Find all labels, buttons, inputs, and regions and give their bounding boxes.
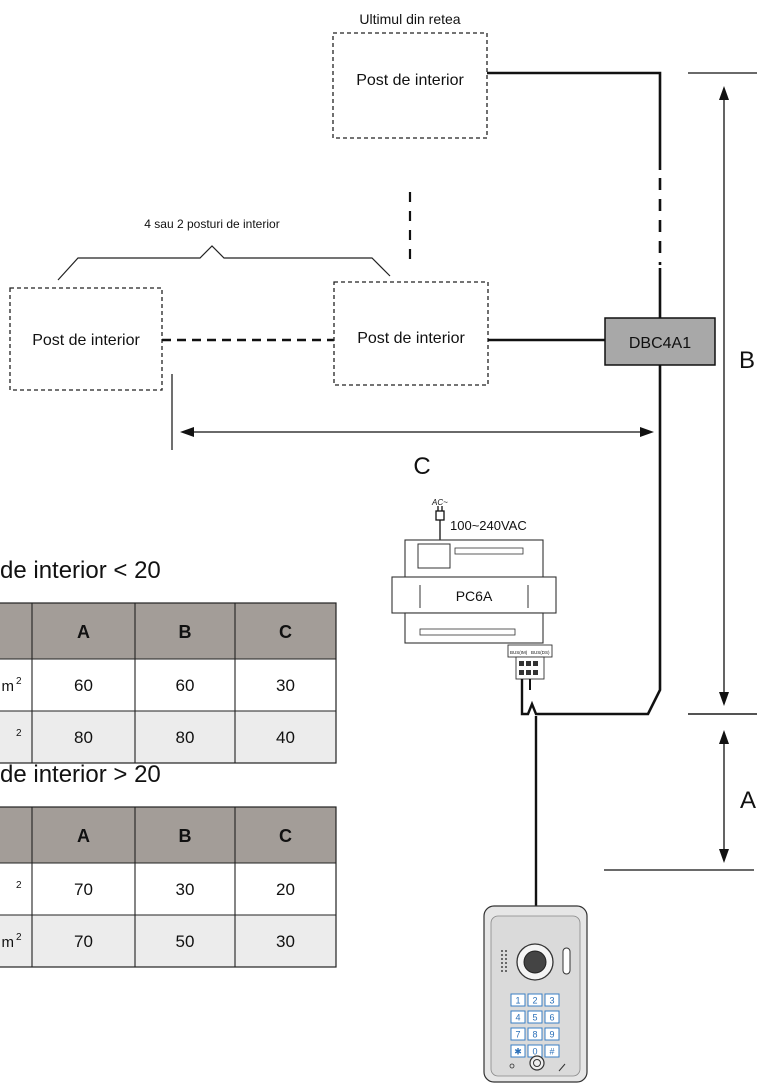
dim-a-arrow-head-top xyxy=(719,730,729,744)
dim-b-label: B xyxy=(739,347,755,374)
table-cell-value: 20 xyxy=(276,880,295,899)
power-supply-label: PC6A xyxy=(456,588,493,604)
table-row xyxy=(0,863,336,915)
keypad-key-label: 4 xyxy=(515,1013,520,1023)
last-in-network-label: Ultimul din retea xyxy=(359,11,460,27)
bus-terminal-im-label: BUS(IM) xyxy=(510,650,528,655)
cable-type-label: m xyxy=(2,678,15,695)
keypad-key-label: 2 xyxy=(532,996,537,1006)
status-led xyxy=(509,1063,515,1069)
keypad-key xyxy=(544,1027,560,1041)
dim-c-label: C xyxy=(413,453,430,480)
bus-terminal-ds-label: BUS(DS) xyxy=(531,650,550,655)
keypad-key xyxy=(544,1010,560,1024)
keypad-key xyxy=(510,1027,526,1041)
dim-c-arrow-head-left xyxy=(180,427,194,437)
table-row xyxy=(0,915,336,967)
table-column-header: A xyxy=(77,826,90,846)
dim-b-arrow-head-bottom xyxy=(719,692,729,706)
voltage-label: 100~240VAC xyxy=(450,518,527,533)
keypad-key-label: 9 xyxy=(549,1030,554,1040)
group-note-label: 4 sau 2 posturi de interior xyxy=(144,217,279,231)
cable-type-superscript: 2 xyxy=(16,728,22,739)
cable-type-label: m xyxy=(2,934,15,951)
keypad-key-label: 6 xyxy=(549,1013,554,1023)
keypad: 1 2 3 4 5 6 7 8 9 ✱ 0 # xyxy=(510,993,560,1058)
bus-line-main xyxy=(548,268,662,716)
keypad-key-label: 0 xyxy=(532,1047,537,1057)
distributor-label: DBC4A1 xyxy=(629,335,691,352)
dim-b-arrow-head-top xyxy=(719,86,729,100)
keypad-key xyxy=(527,1027,543,1041)
keypad-key-label: 1 xyxy=(515,996,520,1006)
keypad-key-label: # xyxy=(549,1047,554,1057)
keypad-key-label: 8 xyxy=(532,1030,537,1040)
group-bracket xyxy=(57,245,391,281)
table-cell-value: 60 xyxy=(176,676,195,695)
table-border xyxy=(0,806,337,968)
ac-symbol-label: AC~ xyxy=(431,498,448,507)
keypad-key xyxy=(544,1044,560,1058)
indoor-post-last-label: Post de interior xyxy=(356,72,464,89)
table-cell-value: 50 xyxy=(176,932,195,951)
keypad-key-label: 7 xyxy=(515,1030,520,1040)
keypad-key xyxy=(527,1010,543,1024)
table-column-header: C xyxy=(279,826,292,846)
table-heading: de interior > 20 xyxy=(0,761,161,788)
dim-a-label: A xyxy=(740,787,756,814)
table-row xyxy=(0,711,336,763)
call-button-icon xyxy=(529,1055,545,1071)
table-cell-value: 70 xyxy=(74,880,93,899)
distributor-box xyxy=(604,317,716,366)
cable-type-superscript: 2 xyxy=(16,932,22,943)
table-cell-value: 70 xyxy=(74,932,93,951)
table-cell-value: 80 xyxy=(74,728,93,747)
screw-icon xyxy=(558,1063,566,1072)
camera-icon xyxy=(516,943,554,981)
table-cell-value: 30 xyxy=(276,676,295,695)
keypad-key xyxy=(527,993,543,1007)
table-cell-value: 80 xyxy=(176,728,195,747)
table-column-header: B xyxy=(179,622,192,642)
indoor-post-last-box xyxy=(332,32,488,139)
table-cell-value: 30 xyxy=(176,880,195,899)
table-cell-value: 60 xyxy=(74,676,93,695)
table-cell-value: 30 xyxy=(276,932,295,951)
table-cell-value: 40 xyxy=(276,728,295,747)
table-header-row xyxy=(0,807,336,863)
dim-a-arrow-head-bottom xyxy=(719,849,729,863)
cable-type-superscript: 2 xyxy=(16,676,22,687)
table-row xyxy=(0,659,336,711)
table-border xyxy=(0,602,337,764)
keypad-key-label: 5 xyxy=(532,1013,537,1023)
power-supply-unit xyxy=(391,539,557,644)
indoor-post-left-label: Post de interior xyxy=(32,332,140,349)
table-header-row xyxy=(0,603,336,659)
keypad-key xyxy=(510,1010,526,1024)
keypad-key-label: 3 xyxy=(549,996,554,1006)
keypad-key xyxy=(510,993,526,1007)
table-column-header: C xyxy=(279,622,292,642)
keypad-key-label: ✱ xyxy=(514,1047,522,1057)
terminal-wire-bus xyxy=(520,679,548,716)
table-column-header: A xyxy=(77,622,90,642)
table-heading: de interior < 20 xyxy=(0,557,161,584)
keypad-key xyxy=(544,993,560,1007)
bus-line-top xyxy=(487,71,662,170)
dim-c-arrow-head-right xyxy=(640,427,654,437)
cable-type-superscript: 2 xyxy=(16,880,22,891)
indoor-post-middle-box xyxy=(333,281,489,386)
nameplate-light xyxy=(562,947,571,975)
indoor-post-middle-label: Post de interior xyxy=(357,330,465,347)
table-column-header: B xyxy=(179,826,192,846)
keypad-key xyxy=(510,1044,526,1058)
power-plug-icon xyxy=(435,506,445,540)
